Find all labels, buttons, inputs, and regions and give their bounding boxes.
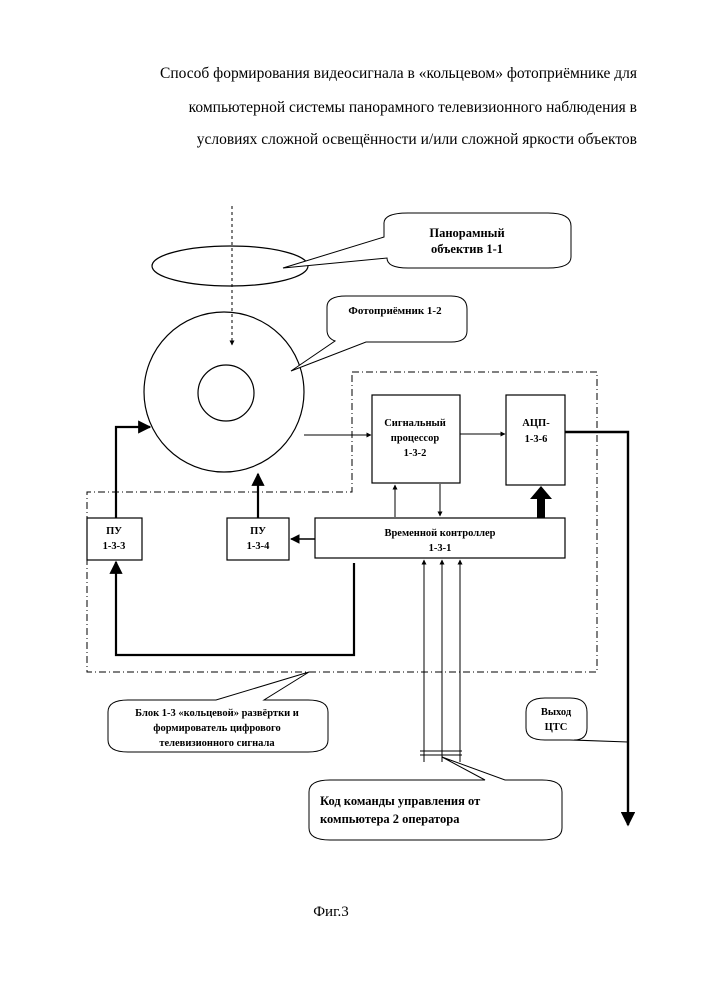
adc-label: АЦП- (522, 418, 550, 429)
signal-processor-label: процессор (391, 433, 440, 444)
adc-label: 1-3-6 (525, 434, 548, 445)
pu-1-3-3-label: ПУ (106, 526, 122, 537)
pu-1-3-4-box (227, 518, 289, 560)
signal-processor-label: Сигнальный (384, 418, 446, 429)
signal-processor-label: 1-3-2 (404, 448, 427, 459)
callout-lens-label: Панорамный (429, 226, 504, 240)
arrow-pu133-to-photodetector (116, 427, 150, 518)
timing-controller-label: Временной контроллер (384, 528, 495, 539)
callout-lens-label: объектив 1-1 (431, 242, 503, 256)
callout-photodetector-label: Фотоприёмник 1-2 (348, 305, 442, 317)
figure-caption: Фиг.3 (313, 904, 349, 920)
pu-1-3-4-label: 1-3-4 (247, 541, 270, 552)
callout-command-label: Код команды управления от (320, 794, 480, 808)
pu-1-3-3-box (87, 518, 142, 560)
callout-lens-bubble (283, 213, 571, 268)
callout-block-1-3-label: телевизионного сигнала (159, 738, 275, 749)
callout-output-bubble (526, 698, 628, 742)
panoramic-lens (152, 246, 308, 286)
timing-controller-label: 1-3-1 (429, 543, 452, 554)
callout-output-label: ЦТС (545, 722, 568, 733)
adc-output-line (565, 432, 628, 825)
callout-command-label: компьютера 2 оператора (320, 812, 460, 826)
pu-1-3-3-label: 1-3-3 (103, 541, 126, 552)
callout-output-label: Выход (541, 707, 572, 718)
arrow-controller-to-adc (530, 486, 552, 518)
photodetector-inner-ring (198, 365, 254, 421)
arrow-controller-to-pu133 (116, 562, 354, 655)
photodetector-outer-ring (144, 312, 304, 472)
callout-block-1-3-label: формирователь цифрового (153, 723, 281, 734)
pu-1-3-4-label: ПУ (250, 526, 266, 537)
callout-block-1-3-label: Блок 1-3 «кольцевой» развёртки и (135, 708, 299, 719)
